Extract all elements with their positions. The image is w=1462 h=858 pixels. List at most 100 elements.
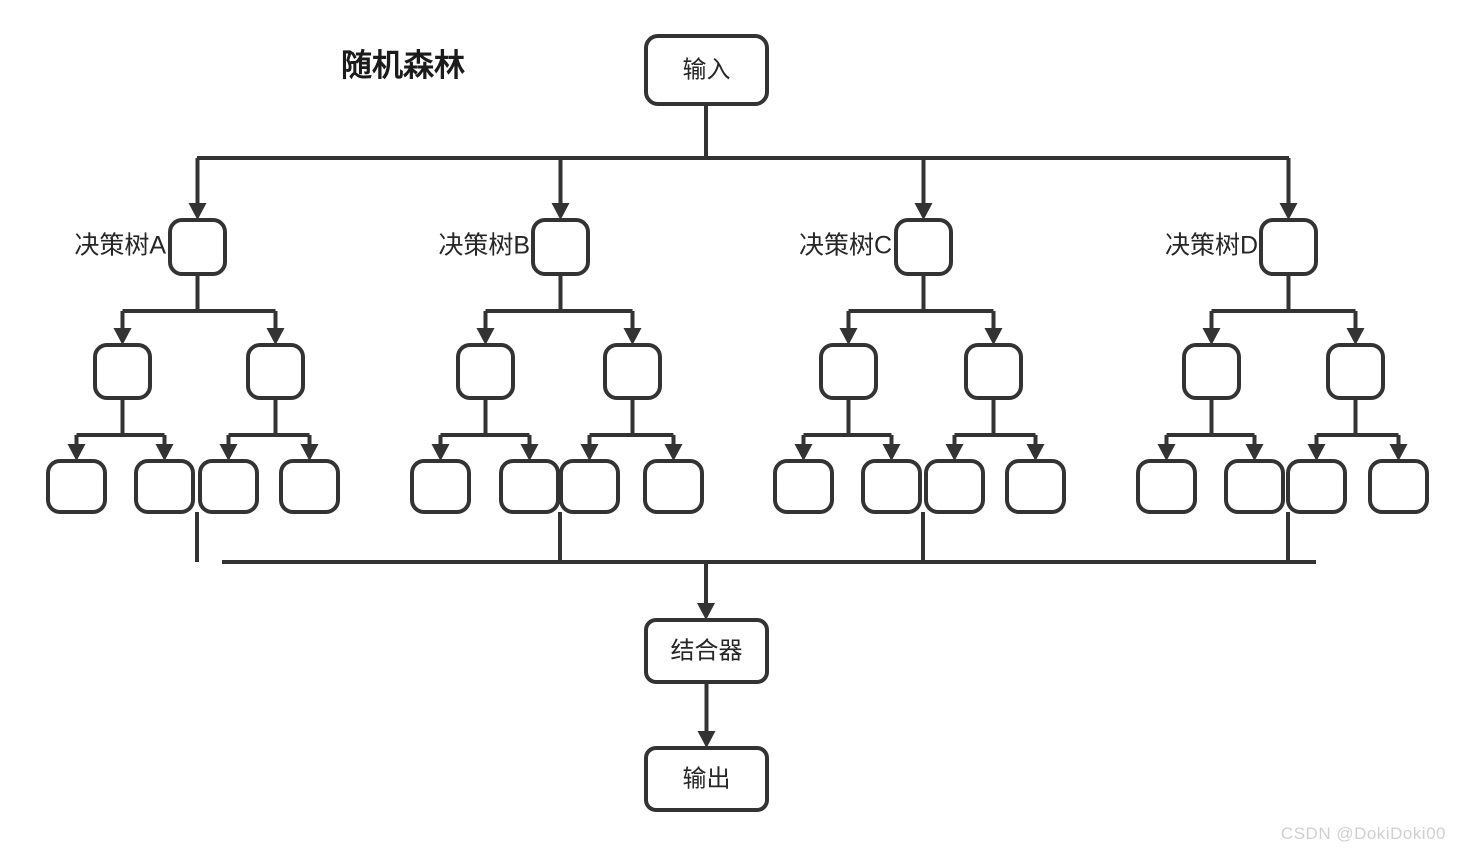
decision-tree-B xyxy=(410,218,704,514)
tree-A-root-node xyxy=(168,218,227,276)
tree-C-mid-node-0-shape xyxy=(819,343,878,400)
arrow-into-mid-D-0 xyxy=(1202,328,1221,345)
combiner-node: 结合器 xyxy=(644,618,769,684)
tree-A-label: 决策树A xyxy=(74,232,166,260)
input-node-shape xyxy=(644,34,769,106)
output-node: 输出 xyxy=(644,746,769,812)
tree-C-mid-node-1-shape xyxy=(964,343,1023,400)
tree-C-leaf-node-3-shape xyxy=(1005,459,1066,514)
decision-tree-A xyxy=(46,218,340,514)
tree-B-mid-node-0 xyxy=(456,343,515,400)
tree-B-leaf-node-0 xyxy=(410,459,471,514)
tree-D-leaf-node-2-shape xyxy=(1286,459,1347,514)
arrow-into-leaf-B-3 xyxy=(664,444,683,461)
tree-A-leaf-node-1-shape xyxy=(134,459,195,514)
arrow-into-mid-A-1 xyxy=(266,328,285,345)
arrow-into-leaf-C-1 xyxy=(882,444,901,461)
tree-B-leaf-node-1 xyxy=(499,459,560,514)
tree-D-leaf-node-0 xyxy=(1136,459,1197,514)
arrow-into-leaf-C-0 xyxy=(794,444,813,461)
page-title: 随机森林 xyxy=(341,48,465,83)
arrow-into-leaf-A-2 xyxy=(219,444,238,461)
arrow-into-mid-B-0 xyxy=(476,328,495,345)
tree-B-leaf-node-3-shape xyxy=(643,459,704,514)
combiner-node-label: 结合器 xyxy=(671,637,743,664)
arrow-into-root-C xyxy=(914,203,933,220)
arrow-into-leaf-B-1 xyxy=(520,444,539,461)
tree-D-root-node-shape xyxy=(1259,218,1318,276)
tree-B-mid-node-1 xyxy=(603,343,662,400)
tree-A-mid-node-1 xyxy=(246,343,305,400)
tree-C-label: 决策树C xyxy=(799,232,892,260)
tree-A-leaf-node-3-shape xyxy=(279,459,340,514)
tree-D-leaf-node-0-shape xyxy=(1136,459,1197,514)
arrow-into-mid-C-0 xyxy=(839,328,858,345)
arrow-into-root-D xyxy=(1279,203,1298,220)
arrow-into-combiner xyxy=(697,603,715,620)
tree-A-leaf-node-1 xyxy=(134,459,195,514)
arrow-into-root-A xyxy=(188,203,207,220)
arrow-into-leaf-A-1 xyxy=(155,444,174,461)
tree-B-mid-node-0-shape xyxy=(456,343,515,400)
watermark-text: CSDN @DokiDoki00 xyxy=(1280,824,1446,843)
tree-B-leaf-node-2-shape xyxy=(559,459,620,514)
tree-B-root-node-shape xyxy=(531,218,590,276)
tree-B-leaf-node-1-shape xyxy=(499,459,560,514)
tree-D-leaf-node-3 xyxy=(1368,459,1429,514)
tree-A-leaf-node-0-shape xyxy=(46,459,107,514)
tree-A-root-node-shape xyxy=(168,218,227,276)
tree-C-leaf-node-1-shape xyxy=(861,459,922,514)
edges-layer xyxy=(67,104,1408,748)
arrow-into-root-B xyxy=(551,203,570,220)
arrow-into-leaf-B-2 xyxy=(580,444,599,461)
tree-B-leaf-node-3 xyxy=(643,459,704,514)
tree-C-leaf-node-3 xyxy=(1005,459,1066,514)
tree-A-mid-node-0-shape xyxy=(93,343,152,400)
tree-C-mid-node-1 xyxy=(964,343,1023,400)
tree-A-mid-node-1-shape xyxy=(246,343,305,400)
tree-B-label: 决策树B xyxy=(438,232,530,260)
decision-tree-D xyxy=(1136,218,1429,514)
tree-A-leaf-node-0 xyxy=(46,459,107,514)
tree-A-leaf-node-2 xyxy=(198,459,259,514)
combiner-node-shape xyxy=(644,618,769,684)
output-node-shape xyxy=(644,746,769,812)
arrow-into-leaf-B-0 xyxy=(431,444,450,461)
arrow-into-mid-B-1 xyxy=(623,328,642,345)
tree-C-leaf-node-0-shape xyxy=(773,459,834,514)
tree-D-mid-node-1 xyxy=(1326,343,1385,400)
tree-D-mid-node-1-shape xyxy=(1326,343,1385,400)
tree-A-leaf-node-2-shape xyxy=(198,459,259,514)
arrow-into-output xyxy=(697,731,716,748)
decision-tree-C xyxy=(773,218,1066,514)
tree-C-root-node-shape xyxy=(894,218,953,276)
arrow-into-leaf-C-3 xyxy=(1026,444,1045,461)
arrow-into-leaf-C-2 xyxy=(945,444,964,461)
output-node-label: 输出 xyxy=(683,765,731,792)
tree-B-leaf-node-0-shape xyxy=(410,459,471,514)
arrow-into-mid-C-1 xyxy=(984,328,1003,345)
tree-D-mid-node-0-shape xyxy=(1182,343,1241,400)
tree-D-mid-node-0 xyxy=(1182,343,1241,400)
arrow-into-mid-A-0 xyxy=(113,328,132,345)
tree-B-root-node xyxy=(531,218,590,276)
arrow-into-leaf-D-3 xyxy=(1389,444,1408,461)
arrow-into-leaf-D-2 xyxy=(1307,444,1326,461)
arrow-into-leaf-A-3 xyxy=(300,444,319,461)
tree-A-leaf-node-3 xyxy=(279,459,340,514)
tree-A-mid-node-0 xyxy=(93,343,152,400)
tree-D-leaf-node-3-shape xyxy=(1368,459,1429,514)
tree-C-root-node xyxy=(894,218,953,276)
tree-C-leaf-node-0 xyxy=(773,459,834,514)
arrow-into-leaf-A-0 xyxy=(67,444,86,461)
tree-D-leaf-node-1 xyxy=(1224,459,1285,514)
arrow-into-leaf-D-0 xyxy=(1157,444,1176,461)
input-node: 输入 xyxy=(644,34,769,106)
tree-B-leaf-node-2 xyxy=(559,459,620,514)
tree-B-mid-node-1-shape xyxy=(603,343,662,400)
tree-D-leaf-node-1-shape xyxy=(1224,459,1285,514)
arrow-into-mid-D-1 xyxy=(1346,328,1365,345)
